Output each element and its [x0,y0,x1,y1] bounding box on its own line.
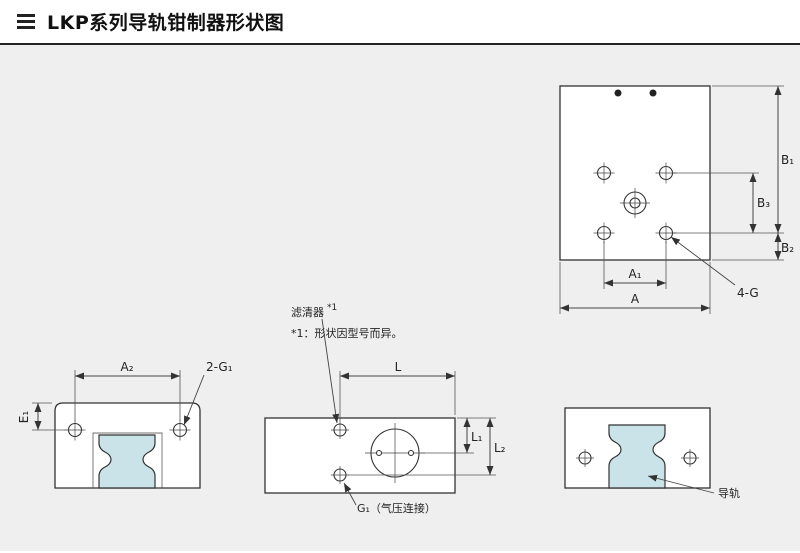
air-port-hole [331,466,349,484]
leader-rail [647,474,715,494]
clamp-hole [169,419,191,441]
dim-label-l1: L₁ [471,430,483,444]
leader-2g1 [183,374,205,426]
callout-filter-ref: *1 [327,303,337,313]
dim-label-a: A [631,292,640,306]
note-text: *1：形状因型号而异。 [291,326,403,340]
mounting-hole [593,162,615,184]
clamp-hole [681,449,699,467]
section-header: LKP系列导轨钳制器形状图 [0,0,800,45]
dim-label-a2: A₂ [120,360,133,374]
mounting-hole [655,162,677,184]
drawing-area: B₁ B₃ B₂ A₁ A 4-G [0,45,800,551]
dim-label-l: L [395,360,402,374]
technical-drawing: B₁ B₃ B₂ A₁ A 4-G [17,85,794,515]
center-bore-hole [620,188,650,218]
clamp-hole [64,419,86,441]
leader-4g [670,236,736,286]
callout-2g1: 2-G₁ [206,360,233,374]
hamburger-icon [17,14,35,29]
leader-g1 [343,482,357,506]
dim-label-b2: B₂ [781,241,794,255]
dim-label-a1: A₁ [628,267,641,281]
mounting-hole [593,222,615,244]
callout-rail: 导轨 [718,486,740,500]
filter-port-hole [331,421,349,439]
pin-dot [649,89,657,97]
callout-g1: G₁（气压连接） [357,501,436,515]
page-title: LKP系列导轨钳制器形状图 [47,12,285,34]
rail-end-view: 导轨 [564,407,740,500]
top-view: B₁ B₃ B₂ A₁ A 4-G [559,85,794,314]
front-view: A₂ E₁ 2-G₁ [17,360,233,489]
mounting-hole [655,222,677,244]
rail-cross-section [608,424,666,489]
pneumatic-port-circle [365,423,425,483]
dim-label-b1: B₁ [781,153,794,167]
clamp-hole [576,449,594,467]
cavity-outline [92,432,163,488]
rail-cross-section [98,434,156,489]
dim-label-e1: E₁ [17,411,31,424]
callout-4g: 4-G [737,286,759,300]
leader-filter [321,318,340,424]
dim-label-l2: L₂ [494,441,506,455]
callout-filter: 滤清器 [291,306,324,319]
side-view: L L₁ L₂ 滤清器 *1 *1：形状因型号而异。 G₁（气压连接） [264,303,506,515]
dimension-lines [560,86,782,312]
dim-label-b3: B₃ [757,196,770,210]
pin-dot [614,89,622,97]
side-body-outline [264,417,456,494]
